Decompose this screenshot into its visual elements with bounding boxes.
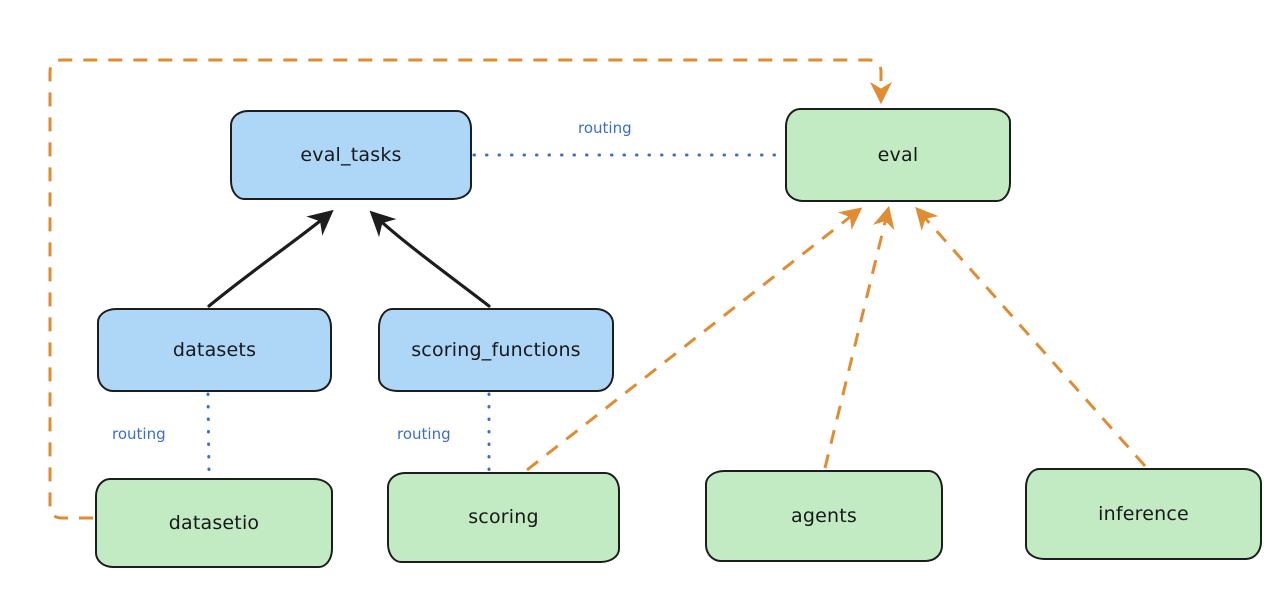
node-inference[interactable]: inference xyxy=(1025,468,1262,560)
node-label-eval: eval xyxy=(877,143,919,166)
node-label-agents: agents xyxy=(791,504,857,527)
edge-inference-to-eval xyxy=(915,206,1147,467)
edge-label-routing-datasetio: routing xyxy=(112,425,166,443)
node-eval[interactable]: eval xyxy=(785,108,1011,202)
edge-agents-to-eval xyxy=(823,205,895,469)
edge-scoring-functions-to-eval-tasks xyxy=(369,210,491,308)
node-agents[interactable]: agents xyxy=(705,470,943,562)
edge-label-routing-scoring: routing xyxy=(397,425,451,443)
node-datasetio[interactable]: datasetio xyxy=(95,478,333,568)
node-label-scoring-functions: scoring_functions xyxy=(411,338,581,361)
node-label-inference: inference xyxy=(1098,502,1189,525)
edge-datasets-to-eval-tasks xyxy=(207,209,334,308)
node-scoring[interactable]: scoring xyxy=(387,472,620,563)
node-eval-tasks[interactable]: eval_tasks xyxy=(230,110,472,200)
edge-datasets-to-datasetio xyxy=(206,392,211,478)
node-scoring-functions[interactable]: scoring_functions xyxy=(378,308,614,392)
node-label-eval-tasks: eval_tasks xyxy=(300,143,402,166)
node-label-datasetio: datasetio xyxy=(168,511,260,534)
node-datasets[interactable]: datasets xyxy=(97,308,332,392)
edge-label-routing-eval: routing xyxy=(578,119,632,137)
node-label-scoring: scoring xyxy=(468,506,539,529)
node-label-datasets: datasets xyxy=(172,338,257,361)
